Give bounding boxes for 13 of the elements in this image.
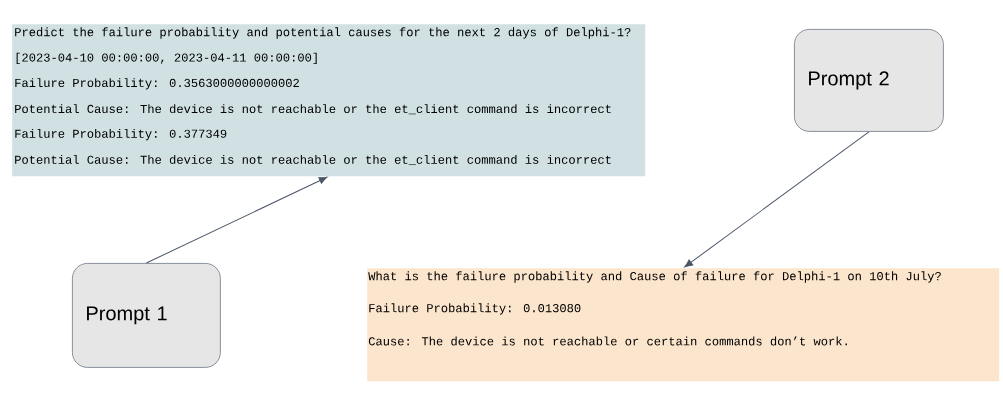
answer-text: Failure Probability: 0.013080 — [369, 303, 581, 315]
question-text: What is the failure probability and Cause of failure for Delphi-1 on 10th July? — [368, 271, 941, 283]
answer-text: Potential Cause: The device is not reachable or the et_client command is incorrect — [15, 104, 611, 115]
arrow — [145, 176, 328, 264]
answer-text: [2023-04-10 00:00:00, 2023-04-11 00:00:00] — [16, 52, 317, 65]
answer-text: Cause: The device is not reachable or certain commands don’t work. — [368, 336, 847, 346]
answer-text: Potential Cause: The device is not reachable or the et_client command is incorrect — [15, 154, 611, 166]
question-text: Predict the failure probability and potential causes for the next 2 days of Delphi-1? — [15, 27, 631, 39]
prompt-box: Prompt 2 — [794, 29, 944, 132]
answer-text: Failure Probability: 0.377349 — [15, 128, 227, 141]
prompt-box: Prompt 1 — [72, 263, 221, 368]
arrow — [684, 131, 870, 268]
answer-text: Failure Probability: 0.3563000000000002 — [15, 78, 299, 90]
